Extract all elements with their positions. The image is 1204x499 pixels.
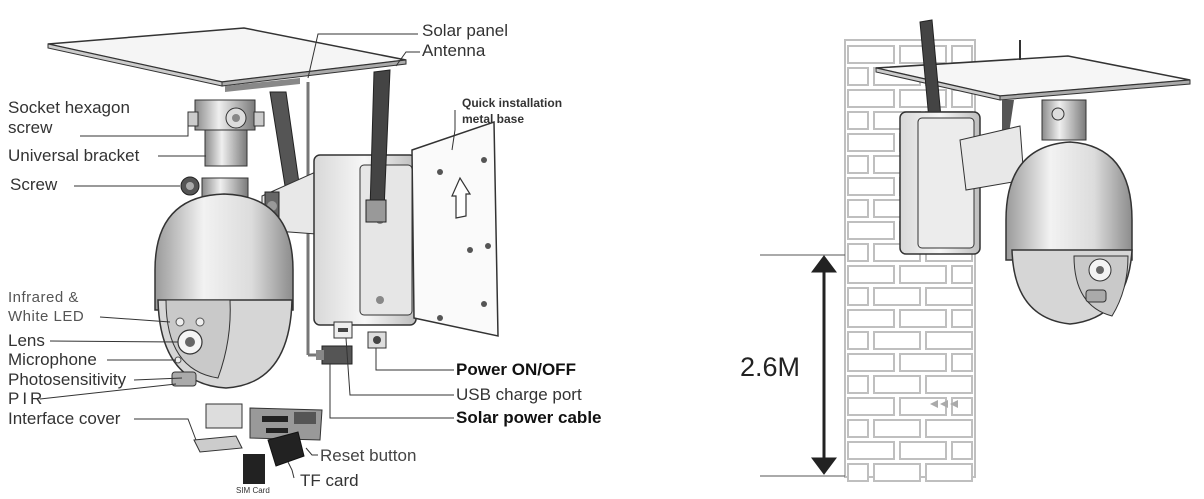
brick [847,155,869,174]
brick [847,67,869,86]
tf-card [267,431,305,467]
label-universal-bracket: Universal bracket [8,146,140,165]
label-socket-screw-2: screw [8,118,53,137]
brick [925,463,973,482]
rotation-arrows [930,400,958,408]
brick [873,419,921,438]
brick [847,287,869,306]
brick [847,199,869,218]
label-reset-button: Reset button [320,446,417,465]
brick [925,287,973,306]
brick [899,397,947,416]
brick [847,419,869,438]
brick [847,265,895,284]
brick [951,441,973,460]
brick [847,133,895,152]
brick [925,331,973,350]
brick [873,331,921,350]
universal-bracket [187,99,265,167]
antenna-rear [269,91,301,193]
brick [847,353,895,372]
label-sim-card: SIM Card [236,486,270,495]
brick [847,111,869,130]
sim-card [243,454,265,484]
wall-box-mounted [899,111,1025,255]
brick [847,177,895,196]
brick [847,397,895,416]
camera-dome [154,177,294,389]
label-quick-base-2: metal base [462,112,525,126]
label-height: 2.6M [740,352,801,382]
antenna-front [365,69,391,223]
quick-installation-base [411,120,499,337]
label-ir-led-2: White LED [8,308,85,325]
height-dimension [760,254,845,477]
brick [951,45,973,64]
interface-cover [193,403,243,453]
brick [873,375,921,394]
label-screw: Screw [10,175,58,194]
label-socket-screw-1: Socket hexagon [8,98,130,117]
brick [847,45,895,64]
label-lens: Lens [8,331,45,350]
brick [847,331,869,350]
brick [847,441,895,460]
power-button [367,331,387,349]
screw [180,176,200,196]
label-photosensitivity: Photosensitivity [8,370,127,389]
leader-lines [39,33,456,479]
tf-slot-panel [249,407,323,441]
label-solar-panel: Solar panel [422,21,509,40]
brick [847,89,895,108]
brick [925,419,973,438]
label-antenna: Antenna [422,41,486,60]
label-interface-cover: Interface cover [8,409,121,428]
brick [899,353,947,372]
label-power-onoff: Power ON/OFF [456,360,576,379]
wall-box [313,154,417,326]
brick [951,265,973,284]
label-tf-card: TF card [300,471,359,490]
brick [847,243,869,262]
label-microphone: Microphone [8,350,97,369]
brick [847,221,895,240]
brick [951,309,973,328]
camera-mounted [1005,99,1133,325]
solar-connector [316,345,353,365]
brick [951,353,973,372]
brick [873,287,921,306]
label-solar-cable: Solar power cable [456,408,602,427]
brick [899,309,947,328]
brick [847,309,895,328]
brick [847,463,869,482]
label-pir: PIR [8,389,46,408]
brick [899,265,947,284]
label-usb-port: USB charge port [456,385,582,404]
usb-port [333,321,353,339]
label-quick-base-1: Quick installation [462,96,563,110]
label-ir-led-1: Infrared & [8,289,79,306]
brick [925,375,973,394]
brick [847,375,869,394]
brick [873,463,921,482]
solar-panel [47,27,407,92]
brick [899,441,947,460]
